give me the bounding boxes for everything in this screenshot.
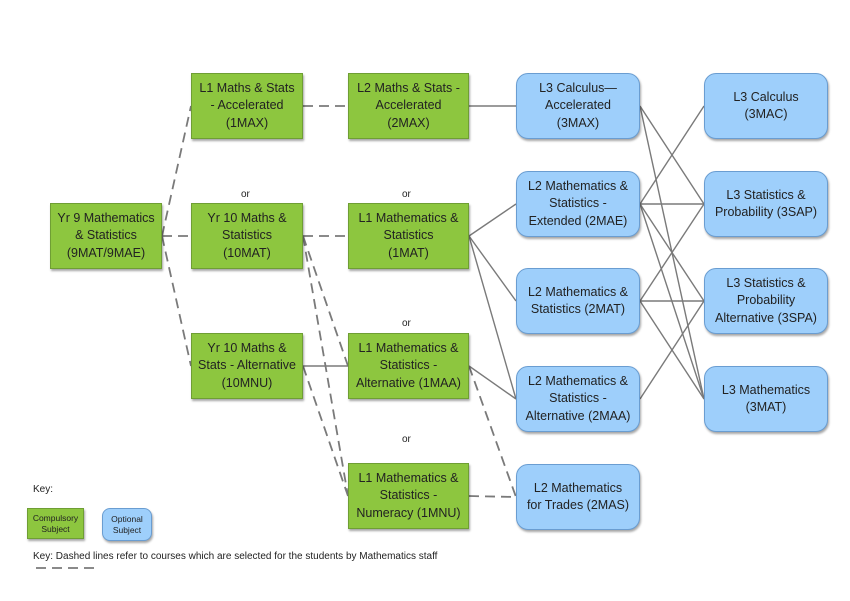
edge-yr10_alt-to-l1_mnu	[302, 365, 349, 497]
edge-l1_mat-to-l2_mat	[468, 235, 517, 302]
edge-l1_maa-to-l2_mas	[468, 365, 517, 498]
node-yr10: Yr 10 Maths & Statistics (10MAT)	[191, 203, 303, 269]
node-l1-maa: L1 Mathematics & Statistics - Alternativ…	[348, 333, 469, 399]
node-l3-mat: L3 Mathematics (3MAT)	[704, 366, 828, 432]
key-dashed-line-sample	[36, 567, 98, 569]
node-l3-spa: L3 Statistics & Probability Alternative …	[704, 268, 828, 334]
or-label: or	[402, 434, 411, 445]
key-compulsory-swatch: Compulsory Subject	[27, 508, 84, 539]
edge-l1_maa-to-l2_maa	[468, 365, 517, 400]
node-yr10-alt: Yr 10 Maths & Stats - Alternative (10MNU…	[191, 333, 303, 399]
key-dashed-note: Key: Dashed lines refer to courses which…	[33, 551, 438, 562]
edge-l2_maa-to-l3_spa	[639, 300, 705, 400]
key-optional-swatch: Optional Subject	[102, 508, 152, 541]
edge-l1_mat-to-l2_mae	[468, 203, 517, 237]
or-label: or	[402, 318, 411, 329]
node-l2-mas: L2 Mathematics for Trades (2MAS)	[516, 464, 640, 530]
edge-l2_mae-to-l3_mac	[639, 105, 705, 205]
node-l2-mat: L2 Mathematics & Statistics (2MAT)	[516, 268, 640, 334]
node-l1-mnu: L1 Mathematics & Statistics - Numeracy (…	[348, 463, 469, 529]
edge-yr9-to-yr10_alt	[161, 235, 192, 367]
edge-l2_mat-to-l3_sap	[639, 203, 705, 302]
node-l1-mat: L1 Mathematics & Statistics (1MAT)	[348, 203, 469, 269]
node-l3-calc-accel: L3 Calculus— Accelerated (3MAX)	[516, 73, 640, 139]
node-yr9: Yr 9 Mathematics & Statistics (9MAT/9MAE…	[50, 203, 162, 269]
node-l3-sap: L3 Statistics & Probability (3SAP)	[704, 171, 828, 237]
node-l2-mae: L2 Mathematics & Statistics - Extended (…	[516, 171, 640, 237]
or-label: or	[402, 189, 411, 200]
node-l2-accel: L2 Maths & Stats - Accelerated (2MAX)	[348, 73, 469, 139]
edge-yr9-to-l1_accel	[161, 105, 192, 237]
node-l2-maa: L2 Mathematics & Statistics - Alternativ…	[516, 366, 640, 432]
edge-yr10-to-l1_maa	[302, 235, 349, 367]
edge-l1_mat-to-l2_maa	[468, 235, 517, 400]
edge-l1_mnu-to-l2_mas	[468, 495, 517, 498]
node-l3-mac: L3 Calculus (3MAC)	[704, 73, 828, 139]
node-l1-accel: L1 Maths & Stats - Accelerated (1MAX)	[191, 73, 303, 139]
or-label: or	[241, 189, 250, 200]
key-title: Key:	[33, 484, 54, 495]
